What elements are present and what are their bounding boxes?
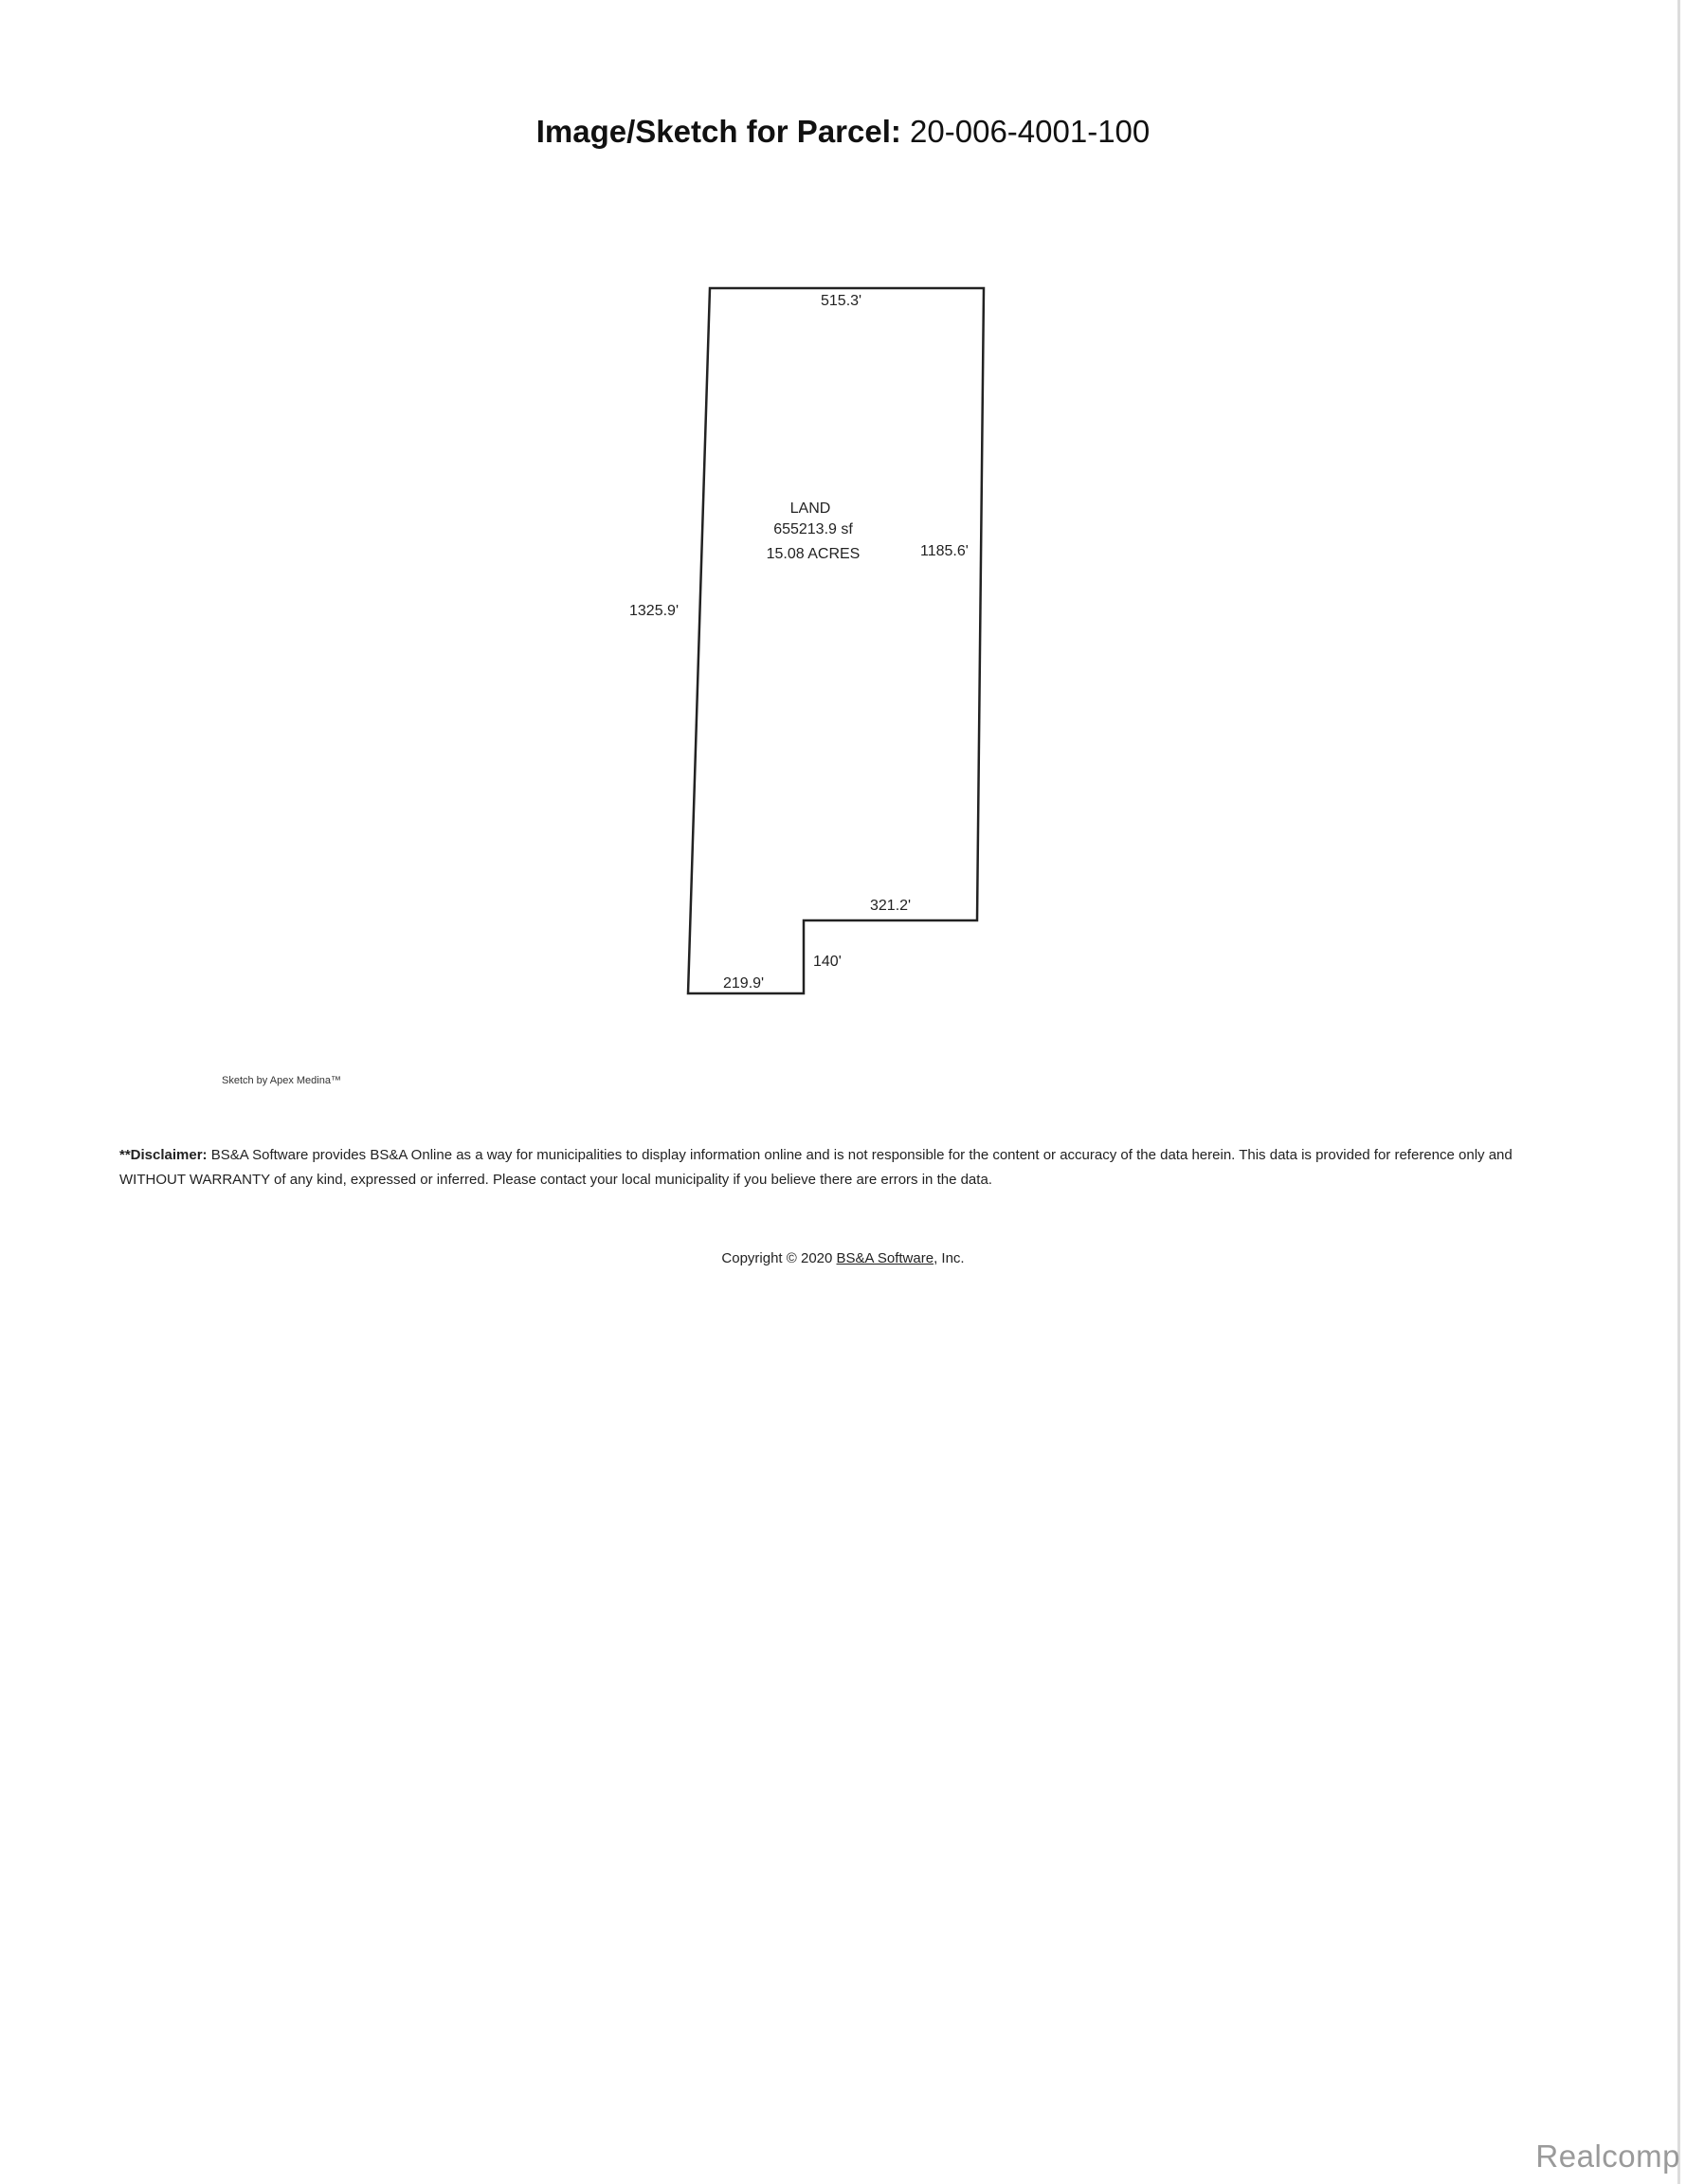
area-label-sf: 655213.9 sf xyxy=(773,521,853,537)
page-edge xyxy=(1677,0,1680,2184)
bottom-dimension-label: 219.9' xyxy=(723,975,764,992)
disclaimer-label: **Disclaimer: xyxy=(119,1147,208,1163)
sketch-credit: Sketch by Apex Medina™ xyxy=(222,1075,341,1086)
top-dimension-label: 515.3' xyxy=(821,293,861,309)
copyright-prefix: Copyright © 2020 xyxy=(721,1250,833,1266)
disclaimer-text: BS&A Software provides BS&A Online as a … xyxy=(119,1147,1513,1188)
copyright-suffix: , Inc. xyxy=(934,1250,965,1266)
area-label-acres: 15.08 ACRES xyxy=(767,546,861,562)
title-label: Image/Sketch for Parcel: xyxy=(535,114,901,149)
copyright: Copyright © 2020 BS&A Software, Inc. xyxy=(0,1250,1686,1266)
notch-top-dimension-label: 321.2' xyxy=(870,898,911,914)
watermark: Realcomp xyxy=(1535,2138,1680,2174)
left-dimension-label: 1325.9' xyxy=(629,603,679,619)
right-dimension-label: 1185.6' xyxy=(920,543,969,559)
page-title: Image/Sketch for Parcel: 20-006-4001-100 xyxy=(0,114,1686,150)
parcel-id: 20-006-4001-100 xyxy=(910,114,1151,149)
parcel-sketch: 515.3' LAND 655213.9 sf 15.08 ACRES 1185… xyxy=(629,286,986,995)
disclaimer: **Disclaimer: BS&A Software provides BS&… xyxy=(119,1143,1522,1192)
company-link[interactable]: BS&A Software xyxy=(836,1250,934,1266)
notch-side-dimension-label: 140' xyxy=(813,954,842,970)
area-label-land: LAND xyxy=(790,500,831,517)
parcel-outline xyxy=(686,286,986,995)
